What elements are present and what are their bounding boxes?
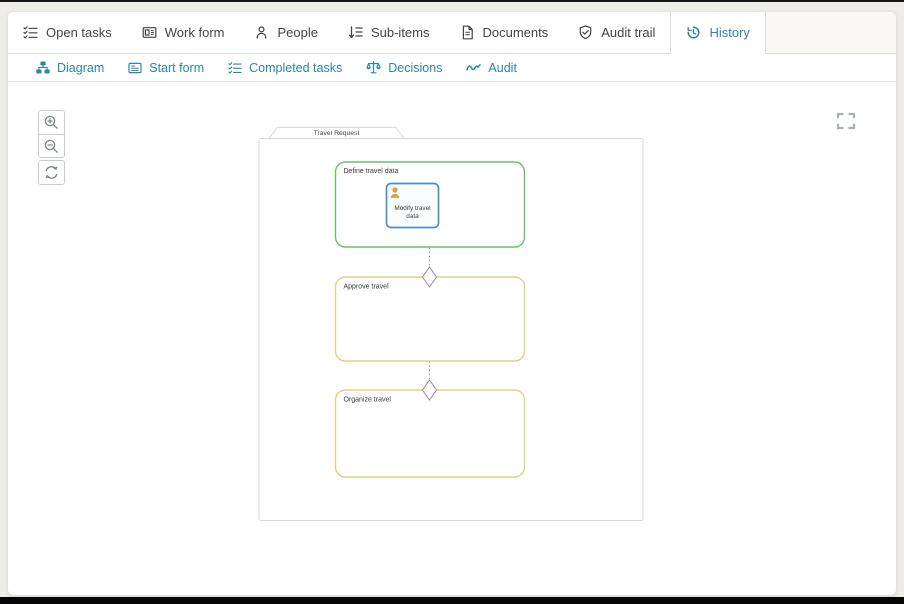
lane-label: Approve travel [344, 284, 390, 291]
tab-sub-items[interactable]: Sub-items [333, 12, 445, 53]
subtab-label: Decisions [388, 60, 443, 75]
document-icon [462, 25, 473, 40]
tab-label: People [277, 25, 318, 40]
subtab-start-form[interactable]: Start form [116, 54, 216, 81]
magnifier-minus-icon [44, 139, 58, 153]
zoom-in-button[interactable] [39, 111, 64, 134]
checklist-icon [228, 61, 242, 74]
sub-tab-bar: Diagram Start form Completed tasks Decis… [8, 54, 896, 82]
subtab-label: Diagram [57, 60, 105, 75]
lane-label: Organize travel [344, 397, 392, 404]
person-icon [257, 26, 267, 39]
zoom-controls [38, 110, 65, 185]
task-label-line2: data [406, 213, 419, 220]
form-icon [142, 27, 157, 38]
tab-label: Open tasks [46, 25, 112, 40]
tab-history[interactable]: History [670, 12, 766, 54]
tab-label: History [709, 25, 750, 40]
zoom-out-button[interactable] [39, 134, 64, 157]
bpmn-diagram: Travel Request Define travel data Modify… [258, 126, 644, 521]
tab-audit-trail[interactable]: Audit trail [563, 12, 670, 53]
tab-people[interactable]: People [239, 12, 332, 53]
reset-button-group [38, 160, 65, 185]
window-top-border [0, 0, 904, 2]
checklist-icon [23, 26, 38, 39]
subtab-completed-tasks[interactable]: Completed tasks [216, 54, 354, 81]
subtab-diagram[interactable]: Diagram [24, 54, 116, 81]
task-modify-travel-data[interactable] [385, 182, 440, 229]
gateway-diamond-2 [421, 379, 438, 401]
main-tab-bar: Open tasks Work form People Sub-items Do… [8, 12, 896, 54]
sort-list-icon [348, 26, 363, 39]
fullscreen-corners-icon [836, 112, 856, 130]
fullscreen-button[interactable] [836, 112, 856, 133]
reset-zoom-button[interactable] [39, 161, 64, 184]
tab-work-form[interactable]: Work form [127, 12, 240, 53]
refresh-icon [45, 166, 58, 179]
subtab-decisions[interactable]: Decisions [354, 54, 454, 81]
subtab-audit[interactable]: Audit [454, 54, 529, 81]
app-card: Open tasks Work form People Sub-items Do… [8, 12, 896, 595]
magnifier-plus-icon [44, 115, 58, 129]
user-task-icon [390, 187, 400, 198]
subtab-label: Start form [149, 60, 205, 75]
sitemap-icon [36, 61, 50, 73]
gateway-diamond-1 [421, 266, 438, 288]
tab-label: Work form [164, 25, 225, 40]
tab-documents[interactable]: Documents [445, 12, 564, 53]
zoom-button-group [38, 110, 65, 158]
task-label-line1: Modify travel [394, 205, 430, 212]
tab-bar-filler [765, 12, 896, 53]
tab-label: Audit trail [601, 25, 656, 40]
history-icon [687, 26, 700, 39]
pool-label: Travel Request [314, 130, 360, 137]
tab-open-tasks[interactable]: Open tasks [8, 12, 127, 53]
scales-icon [366, 61, 381, 74]
subtab-label: Audit [488, 60, 517, 75]
shield-check-icon [579, 25, 592, 40]
subtab-label: Completed tasks [249, 60, 343, 75]
pool-tab [268, 126, 405, 139]
tab-label: Documents [482, 25, 549, 40]
window-bottom-border [0, 597, 904, 604]
form-icon [128, 62, 142, 73]
diagram-canvas: Travel Request Define travel data Modify… [8, 82, 896, 594]
signature-icon [466, 64, 482, 71]
lane-label: Define travel data [344, 168, 399, 175]
tab-label: Sub-items [370, 25, 430, 40]
